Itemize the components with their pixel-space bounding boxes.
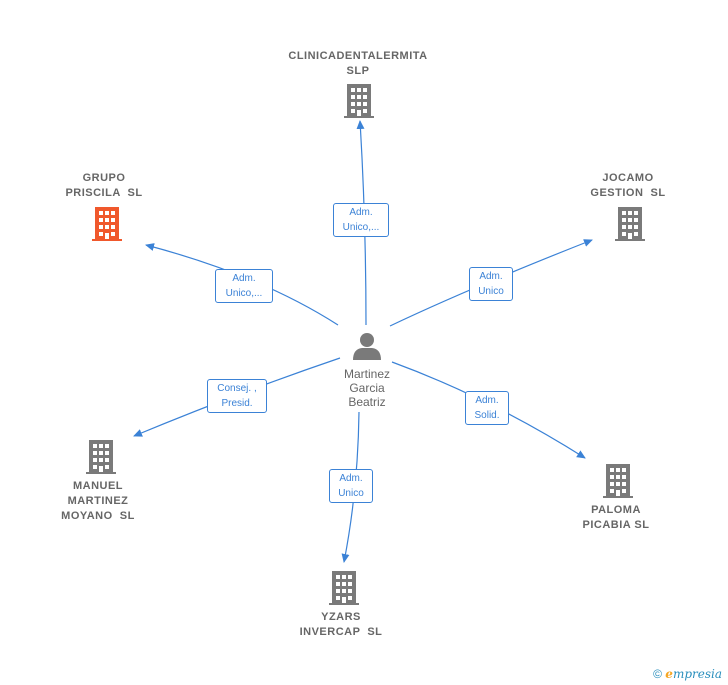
brand-logo: empresia — [665, 667, 722, 681]
copyright-symbol: © — [653, 667, 662, 681]
company-name-clinica[interactable]: CLINICADENTALERMITA SLP — [288, 50, 428, 77]
building-icon-jocamo[interactable] — [615, 207, 645, 241]
company-name-manuel[interactable]: MANUEL MARTINEZ MOYANO SL — [61, 480, 135, 522]
person-name[interactable]: Martinez Garcia Beatriz — [343, 367, 390, 409]
company-name-jocamo[interactable]: JOCAMO GESTION SL — [590, 172, 666, 199]
edge-label-yzars[interactable]: Adm. Unico — [329, 469, 373, 503]
building-icon-clinica[interactable] — [344, 84, 374, 118]
building-icon-paloma[interactable] — [603, 464, 633, 498]
edge-label-jocamo[interactable]: Adm. Unico — [469, 267, 513, 301]
company-name-grupo[interactable]: GRUPO PRISCILA SL — [65, 172, 143, 199]
brand-watermark: © empresia — [653, 667, 722, 681]
person-icon[interactable] — [353, 333, 381, 360]
edge-label-grupo[interactable]: Adm. Unico,... — [215, 269, 273, 303]
building-icon-grupo[interactable] — [92, 207, 122, 241]
building-icon-yzars[interactable] — [329, 571, 359, 605]
edge-label-clinica[interactable]: Adm. Unico,... — [333, 203, 389, 237]
edge-label-manuel[interactable]: Consej. , Presid. — [207, 379, 267, 413]
company-name-yzars[interactable]: YZARS INVERCAP SL — [299, 611, 383, 638]
building-icon-manuel[interactable] — [86, 440, 116, 474]
company-name-paloma[interactable]: PALOMA PICABIA SL — [582, 504, 650, 531]
edge-label-paloma[interactable]: Adm. Solid. — [465, 391, 509, 425]
